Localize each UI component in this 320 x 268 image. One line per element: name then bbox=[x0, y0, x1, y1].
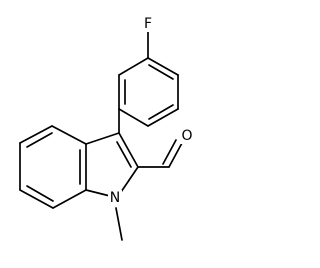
bond-c2-n1 bbox=[120, 166, 139, 193]
bond-c3a-c4 bbox=[51, 125, 87, 145]
double-bond-c6-c7-inner bbox=[26, 185, 54, 202]
bond-c4-c5 bbox=[19, 125, 53, 144]
double-bond-c3-c2-inner bbox=[116, 141, 132, 168]
double-bond-ar3-ar4-inner bbox=[148, 104, 174, 120]
bond-ar1-ar2 bbox=[147, 57, 179, 76]
bond-ar6-ar1 bbox=[118, 57, 149, 76]
bond-c6-c7 bbox=[19, 189, 54, 209]
f-label-bg bbox=[142, 16, 154, 32]
bond-n-methyl bbox=[115, 207, 123, 241]
n-label-bg bbox=[108, 190, 122, 206]
bond-c7-c7a bbox=[52, 189, 87, 209]
bond-cho-o bbox=[168, 142, 183, 168]
structural-formula: F O N bbox=[19, 16, 194, 241]
fluorophenyl-ring bbox=[118, 57, 179, 127]
fluorine-label: F bbox=[144, 16, 152, 32]
double-bond-c4-c5-inner bbox=[26, 132, 53, 148]
oxygen-label: O bbox=[181, 128, 192, 144]
pyrrole-ring bbox=[85, 132, 139, 197]
double-bond-ar1-ar2-inner bbox=[148, 64, 174, 80]
bond-n1-c7a bbox=[85, 189, 111, 197]
bond-ar3-ar4 bbox=[147, 108, 179, 127]
bond-c3-c2 bbox=[118, 132, 139, 168]
nitrogen-label: N bbox=[110, 190, 120, 206]
double-bond-cho-o-second bbox=[162, 139, 177, 165]
indole-benzene-ring bbox=[19, 125, 87, 209]
aldehyde-group bbox=[137, 139, 183, 168]
o-label-bg bbox=[180, 128, 194, 144]
bond-ar4-ar5 bbox=[118, 108, 149, 127]
bond-c3a-c3 bbox=[85, 132, 120, 145]
